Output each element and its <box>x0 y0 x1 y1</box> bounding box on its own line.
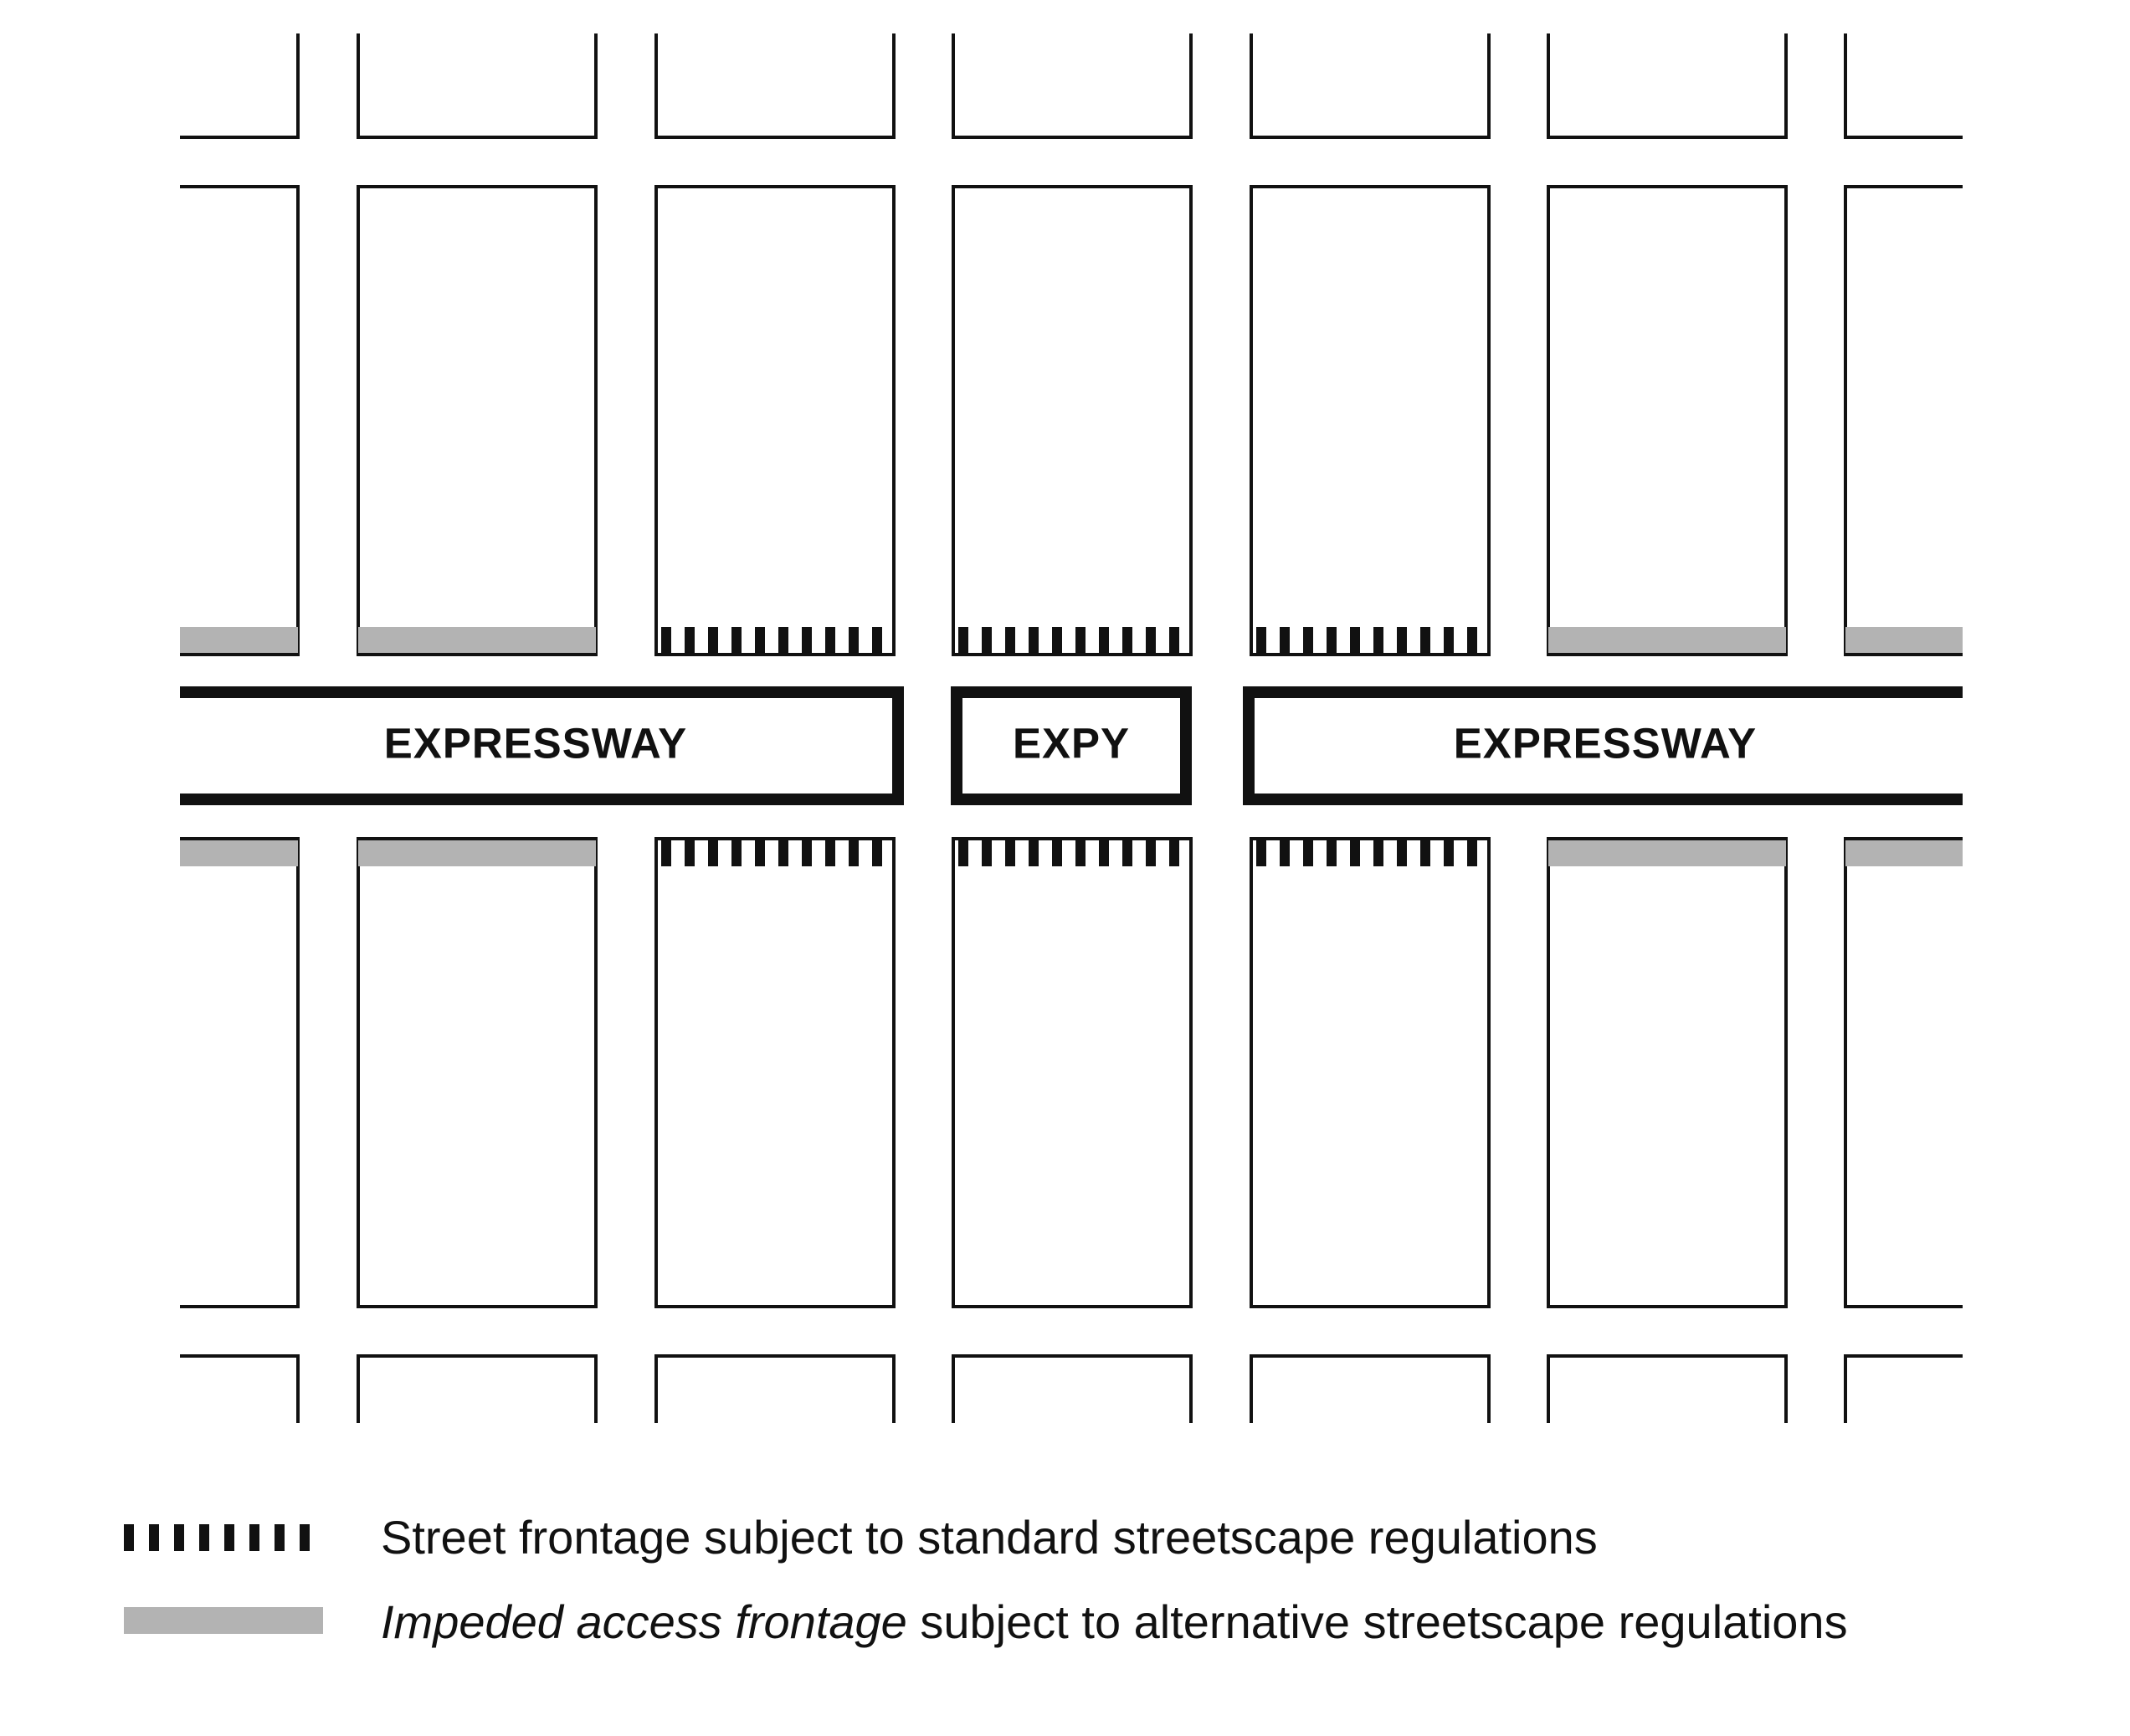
block-bottom-partial-4 <box>952 1354 1193 1423</box>
impeded-frontage-swatch-icon <box>124 1607 323 1634</box>
frontage-standard-north-3 <box>661 627 882 653</box>
block-lower-5 <box>1250 837 1491 1308</box>
legend-standard-row: Street frontage subject to standard stre… <box>0 1504 2130 1571</box>
block-lower-3 <box>654 837 896 1308</box>
frontage-standard-south-3 <box>661 840 882 866</box>
block-upper-5 <box>1250 185 1491 656</box>
expressway-segments: EXPRESSWAY EXPY EXPRESSWAY <box>95 686 2130 805</box>
block-bottom-partial-6 <box>1547 1354 1788 1423</box>
block-top-partial-3 <box>654 33 896 139</box>
left-edge-mask <box>0 0 180 1423</box>
frontage-standard-north-5 <box>1256 627 1477 653</box>
block-top-partial-2 <box>357 33 598 139</box>
frontage-standard-north-4 <box>958 627 1179 653</box>
legend-impeded-italic: Impeded access frontage <box>381 1595 907 1648</box>
expressway-segment-right <box>1243 686 2130 805</box>
expressway-label-right: EXPRESSWAY <box>1454 719 1757 767</box>
block-lower-6 <box>1547 837 1788 1308</box>
expressway-segment-middle <box>951 686 1192 805</box>
frontage-impeded-south-2 <box>358 840 596 866</box>
frontage-impeded-north-6 <box>1548 627 1786 653</box>
legend-impeded-row: Impeded access frontage subject to alter… <box>0 1589 2130 1656</box>
legend-standard-text: Street frontage subject to standard stre… <box>381 1511 1598 1564</box>
block-lower-2 <box>357 837 598 1308</box>
frontage-impeded-south-6 <box>1548 840 1786 866</box>
block-bottom-partial-2 <box>357 1354 598 1423</box>
block-top-partial-4 <box>952 33 1193 139</box>
standard-frontage-swatch-icon <box>124 1524 323 1551</box>
legend-impeded-rest: subject to alternative streetscape regul… <box>906 1595 1848 1648</box>
block-upper-4 <box>952 185 1193 656</box>
legend-impeded-text: Impeded access frontage subject to alter… <box>381 1589 1848 1656</box>
frontage-impeded-north-2 <box>358 627 596 653</box>
block-upper-3 <box>654 185 896 656</box>
right-edge-mask <box>1963 0 2130 1423</box>
expressway-label-left: EXPRESSWAY <box>384 719 687 767</box>
block-top-partial-6 <box>1547 33 1788 139</box>
expressway-label-middle: EXPY <box>1013 719 1130 767</box>
block-upper-6 <box>1547 185 1788 656</box>
block-top-partial-5 <box>1250 33 1491 139</box>
block-bottom-partial-5 <box>1250 1354 1491 1423</box>
block-lower-4 <box>952 837 1193 1308</box>
block-upper-2 <box>357 185 598 656</box>
frontage-standard-south-4 <box>958 840 1179 866</box>
frontage-standard-south-5 <box>1256 840 1477 866</box>
block-bottom-partial-3 <box>654 1354 896 1423</box>
